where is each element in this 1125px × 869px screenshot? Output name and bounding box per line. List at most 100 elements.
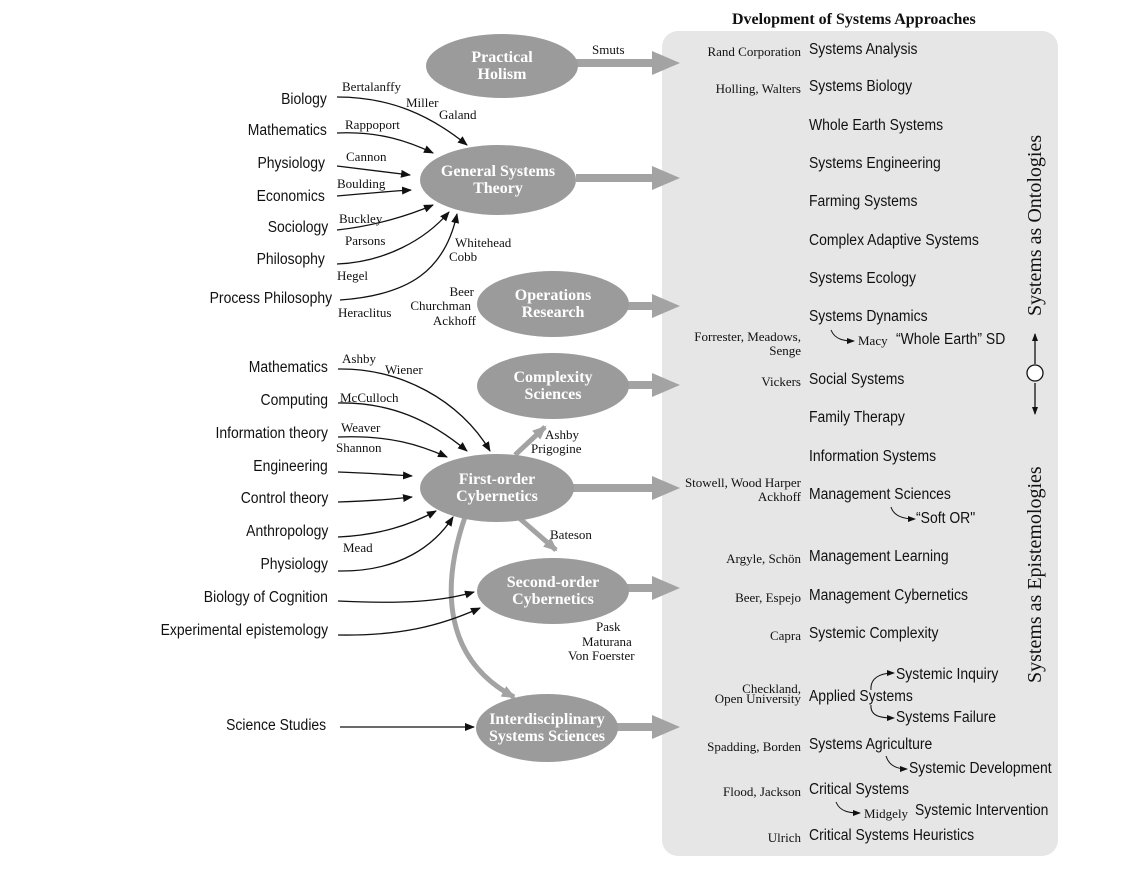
- person-ashby: Ashby: [342, 351, 376, 366]
- approach-author: Flood, Jackson: [723, 784, 801, 799]
- approach-name: Family Therapy: [809, 409, 905, 426]
- person-mcculloch: McCulloch: [340, 390, 399, 405]
- source-science-studies: Science Studies: [225, 717, 326, 734]
- person-hegel: Hegel: [337, 268, 369, 283]
- person-mead: Mead: [343, 540, 373, 555]
- person-cannon: Cannon: [346, 149, 387, 164]
- cyb-source-information-theory: Information theory: [215, 425, 328, 442]
- arrow-interdisciplinary: [616, 715, 680, 739]
- approach-author: Ulrich: [767, 830, 801, 845]
- approach-name: Systems Dynamics: [809, 308, 928, 325]
- cyb-source-mathematics: Mathematics: [248, 359, 328, 376]
- approach-name: Applied Systems: [809, 688, 913, 705]
- author-stowell-wood-harper: Stowell, Wood Harper: [684, 475, 801, 490]
- approach-name: Systems Biology: [809, 78, 913, 95]
- offshoot-midgely: Midgely: [864, 806, 909, 821]
- offshoot-systemic-inquiry: Systemic Inquiry: [896, 666, 999, 683]
- offshoot-systemic-intervention: Systemic Intervention: [915, 802, 1049, 819]
- gst-source-arrows: [336, 96, 468, 301]
- cyb-source-arrows: [337, 368, 491, 572]
- cyb-source-engineering: Engineering: [253, 458, 328, 475]
- approach-author: Spadding, Borden: [707, 739, 801, 754]
- approach-author: Ackhoff: [757, 489, 801, 504]
- approach-name: Systems Analysis: [809, 41, 918, 58]
- approaches-panel: [662, 31, 1058, 856]
- person-rappoport: Rappoport: [345, 117, 400, 132]
- axis-label-ontologies: Systems as Ontologies: [1024, 134, 1046, 316]
- person-miller: Miller: [406, 95, 439, 110]
- approach-name: Complex Adaptive Systems: [809, 232, 979, 249]
- approach-author: Rand Corporation: [707, 44, 801, 59]
- approach-author: Open University: [714, 691, 801, 706]
- offshoot-macy: Macy: [858, 333, 888, 348]
- approach-author: Vickers: [761, 374, 801, 389]
- person-beer: Beer: [449, 284, 474, 299]
- approach-name: Social Systems: [809, 371, 905, 388]
- person-prigogine: Prigogine: [531, 441, 582, 456]
- person-whitehead: Whitehead: [455, 235, 512, 250]
- axis-label-epistemologies: Systems as Epistemologies: [1024, 466, 1046, 683]
- offshoot-whole-earth-sd: “Whole Earth” SD: [896, 331, 1006, 348]
- approach-name: Whole Earth Systems: [809, 117, 944, 134]
- offshoot-systemic-development: Systemic Development: [909, 760, 1052, 777]
- gst-source-mathematics: Mathematics: [247, 122, 327, 139]
- person-pask: Pask: [596, 619, 621, 634]
- approach-name: Systemic Complexity: [809, 625, 939, 642]
- offshoot-arrows: [830, 329, 916, 816]
- ontology-epistemology-axis: [1026, 333, 1044, 415]
- cyb-source-computing: Computing: [260, 392, 328, 409]
- cyb-source-control-theory: Control theory: [240, 490, 328, 507]
- approach-name: Management Learning: [809, 548, 949, 565]
- second-source-biology-of-cognition: Biology of Cognition: [203, 589, 328, 606]
- arrow-first-to-interdisciplinary: [448, 516, 516, 700]
- person-galand: Galand: [439, 107, 477, 122]
- approach-name: Information Systems: [809, 448, 937, 465]
- person-cobb: Cobb: [449, 249, 478, 264]
- person-buckley: Buckley: [339, 211, 383, 226]
- cybernetics-branch-arrows: [448, 425, 558, 700]
- person-smuts: Smuts: [592, 42, 625, 57]
- gst-source-biology: Biology: [281, 91, 327, 108]
- gst-source-physiology: Physiology: [257, 155, 325, 172]
- arrow-first-order: [572, 476, 680, 500]
- gst-source-philosophy: Philosophy: [256, 251, 325, 268]
- approach-name: Farming Systems: [809, 193, 918, 210]
- approach-author: Capra: [769, 628, 801, 643]
- approach-name: Critical Systems: [809, 781, 909, 798]
- gst-source-sociology: Sociology: [267, 219, 328, 236]
- arrow-second-order: [626, 576, 680, 600]
- cyb-source-physiology: Physiology: [260, 556, 328, 573]
- offshoot-systems-failure: Systems Failure: [896, 709, 997, 726]
- arrow-first-to-complexity: [513, 425, 547, 457]
- offshoot-soft-or: “Soft OR": [916, 510, 976, 527]
- approach-author: Argyle, Schön: [726, 551, 801, 566]
- arrow-practical-holism: [576, 51, 680, 75]
- person-boulding: Boulding: [337, 176, 386, 191]
- approach-author: Beer, Espejo: [735, 590, 801, 605]
- second-order-source-arrows: [337, 590, 481, 731]
- person-heraclitus: Heraclitus: [338, 305, 392, 320]
- approach-name: Systems Engineering: [809, 155, 941, 172]
- person-shannon: Shannon: [336, 440, 382, 455]
- author-forrester-meadows: Forrester, Meadows,: [694, 329, 801, 344]
- person-wiener: Wiener: [385, 362, 423, 377]
- cyb-source-anthropology: Anthropology: [245, 523, 328, 540]
- diagram-title: Dvelopment of Systems Approaches: [732, 11, 976, 28]
- approach-name: Management Sciences: [809, 486, 951, 503]
- approach-author: Holling, Walters: [715, 81, 801, 96]
- arrow-complexity: [626, 373, 680, 397]
- gst-source-process-philosophy: Process Philosophy: [209, 290, 332, 307]
- author-senge: Senge: [769, 343, 801, 358]
- person-bertalanffy: Bertalanffy: [342, 79, 401, 94]
- author-checkland: Checkland,: [742, 681, 801, 696]
- approach-name: Management Cybernetics: [809, 587, 968, 604]
- person-von-foerster: Von Foerster: [568, 648, 635, 663]
